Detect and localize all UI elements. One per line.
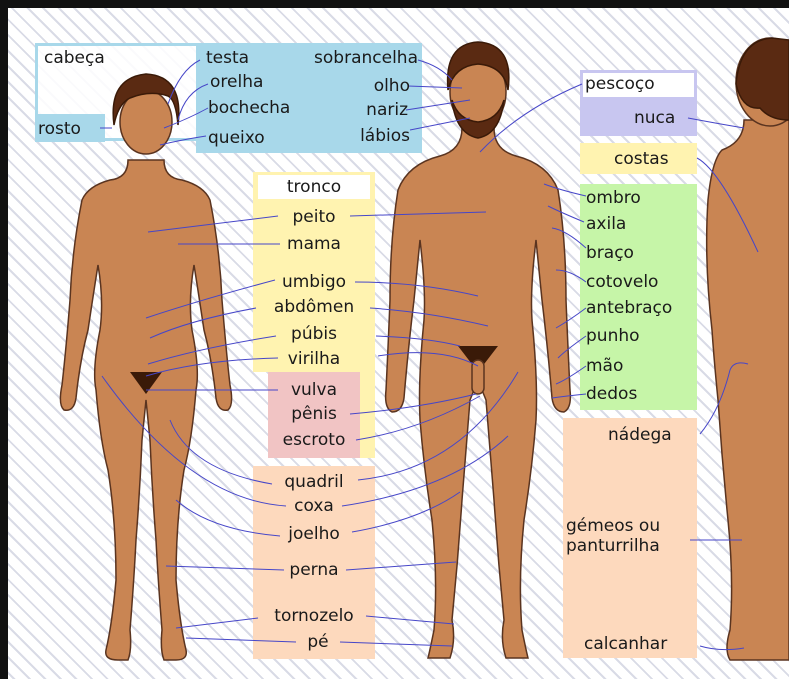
label-ombro: ombro (586, 188, 641, 208)
label-abdomen: abdômen (274, 297, 354, 317)
label-olho: olho (374, 76, 410, 96)
label-gemeos-2: panturrilha (566, 536, 660, 556)
label-mama: mama (287, 234, 341, 254)
label-antebraco: antebraço (586, 298, 672, 318)
label-tronco: tronco (287, 177, 341, 197)
label-punho: punho (586, 326, 640, 346)
label-braco: braço (586, 243, 634, 263)
label-quadril: quadril (284, 472, 343, 492)
label-calcanhar: calcanhar (584, 634, 667, 654)
label-peito: peito (292, 207, 335, 227)
back-figure (707, 38, 789, 660)
label-perna: perna (289, 560, 338, 580)
label-pubis: púbis (291, 324, 337, 344)
label-escroto: escroto (283, 430, 346, 450)
label-orelha: orelha (210, 72, 263, 92)
label-mao: mão (586, 356, 623, 376)
label-coxa: coxa (294, 496, 334, 516)
label-bochecha: bochecha (208, 98, 290, 118)
label-vulva: vulva (291, 380, 337, 400)
label-virilha: virilha (288, 349, 340, 369)
label-penis: pênis (291, 404, 337, 424)
label-axila: axila (586, 214, 626, 234)
label-joelho: joelho (288, 524, 339, 544)
label-nariz: nariz (366, 100, 408, 120)
label-cotovelo: cotovelo (586, 272, 658, 292)
label-testa: testa (206, 48, 249, 68)
label-pe: pé (307, 632, 328, 652)
label-gemeos-1: gémeos ou (566, 516, 660, 536)
label-tornozelo: tornozelo (274, 606, 353, 626)
label-nadega: nádega (608, 425, 672, 445)
label-cabeca: cabeça (44, 48, 105, 68)
label-sobrancelha: sobrancelha (314, 48, 418, 68)
female-figure (60, 74, 231, 660)
label-rosto: rosto (38, 119, 81, 139)
label-pescoco: pescoço (585, 74, 655, 94)
label-labios: lábios (360, 126, 410, 146)
label-queixo: queixo (208, 128, 265, 148)
label-umbigo: umbigo (282, 272, 346, 292)
label-nuca: nuca (634, 108, 675, 128)
label-dedos: dedos (586, 384, 637, 404)
label-costas: costas (614, 149, 669, 169)
